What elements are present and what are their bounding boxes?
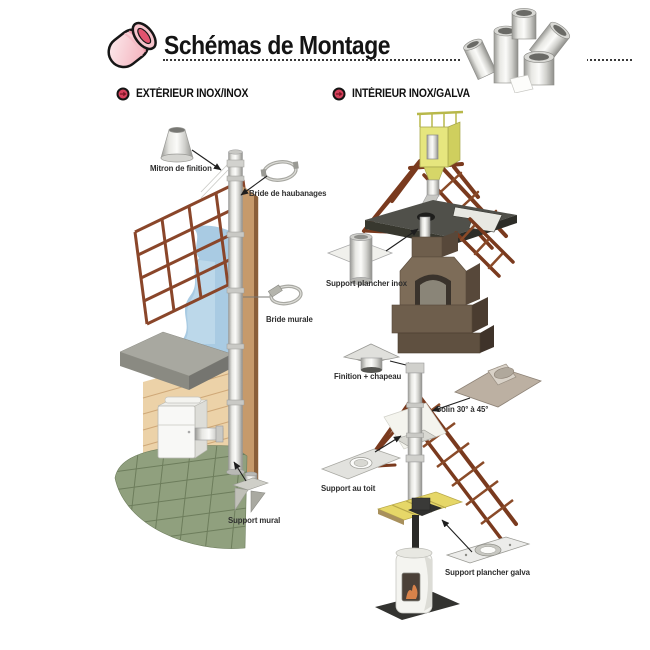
- tiled-floor: [114, 445, 248, 549]
- wall-support-arrow: [233, 461, 247, 482]
- red-pipe-bullet-icon: [332, 87, 346, 101]
- brand-pipe-logo-icon: [107, 21, 157, 69]
- roof-support-arrow: [374, 435, 402, 453]
- stove: [157, 396, 224, 459]
- chimney-pipe: [200, 149, 245, 476]
- red-pipe-bullet-icon: [116, 87, 130, 101]
- section-badge-exterior: EXTÉRIEUR INOX/INOX: [116, 87, 261, 101]
- label-plancher-galva: Support plancher galva: [445, 567, 530, 577]
- label-support-mural: Support mural: [228, 515, 281, 525]
- flashing-arrow: [431, 397, 471, 412]
- fireplace: [391, 231, 494, 354]
- black-flue-pipe: [412, 515, 419, 553]
- mitron-arrow: [191, 149, 222, 171]
- exterior-montage-illustration: [114, 127, 303, 549]
- label-support-toit: Support au toit: [321, 483, 376, 493]
- montage2-stove: [375, 547, 460, 620]
- floor-support-inox-image: [326, 233, 394, 285]
- pipe-top: [511, 8, 537, 40]
- label-haubanage: Bride de haubanages: [249, 188, 327, 198]
- page-title: Schémas de Montage: [164, 30, 391, 60]
- haubanage-clamp-image: [260, 160, 299, 182]
- flashing-image: [454, 363, 542, 408]
- pipe-angled-left: [463, 38, 497, 81]
- label-finition: Finition + chapeau: [334, 371, 402, 381]
- wall-support-image: [232, 471, 269, 513]
- label-mitron: Mitron de finition: [150, 163, 212, 173]
- section-badge-interior-label: INTÉRIEUR INOX/GALVA: [352, 88, 470, 100]
- montage1-lower-ladder: [454, 217, 515, 278]
- paper-sheet: [509, 74, 534, 93]
- interior-montage-illustration: [320, 110, 542, 620]
- label-bride-murale: Bride murale: [266, 314, 313, 324]
- wall-clamp-image: [243, 284, 303, 306]
- montage2-pipe: [405, 362, 425, 508]
- stainless-pipes-photo: [462, 5, 587, 93]
- label-solin: Solin 30° à 45°: [436, 404, 489, 414]
- mitron-image: [160, 127, 194, 163]
- roof-support-image: [320, 448, 402, 480]
- title-divider: [163, 59, 632, 61]
- floor-support-inox-arrow: [385, 228, 419, 252]
- attic-floor: [376, 491, 464, 525]
- yellow-chimney-stack: [416, 110, 464, 181]
- rain-cap-image: [342, 343, 401, 373]
- concrete-slab: [119, 331, 233, 390]
- section-badge-exterior-label: EXTÉRIEUR INOX/INOX: [136, 88, 249, 100]
- haubanage-arrow: [240, 175, 268, 196]
- flame: [406, 584, 418, 599]
- label-plancher-inox: Support plancher inox: [326, 278, 408, 288]
- floor-support-galva-arrow: [441, 519, 473, 553]
- montage2-roof-truss: [358, 393, 518, 542]
- section-badge-interior: INTÉRIEUR INOX/GALVA: [332, 87, 483, 101]
- floor-support-galva-image: [445, 536, 531, 564]
